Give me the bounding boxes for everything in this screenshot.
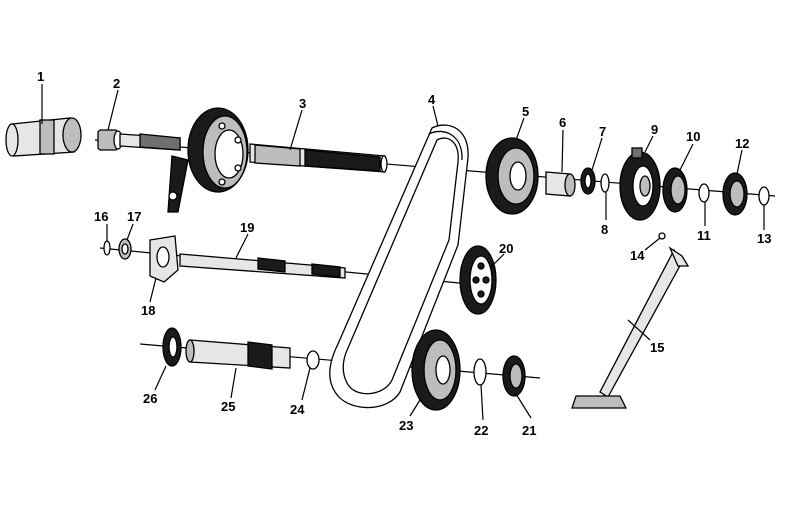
callout-19: 19	[240, 220, 254, 235]
callout-23: 23	[399, 418, 413, 433]
part-19-jack-shaft	[179, 253, 346, 279]
callout-24: 24	[290, 402, 305, 417]
callout-18: 18	[141, 303, 155, 318]
part-11-ring	[698, 183, 710, 203]
callout-4: 4	[428, 92, 436, 107]
part-2-bushing	[97, 129, 123, 151]
part-24-washer	[306, 350, 320, 370]
part-10-bearing	[662, 167, 688, 213]
drive-chain	[329, 124, 469, 409]
callout-14: 14	[630, 248, 645, 263]
part-17-bushing	[118, 238, 132, 260]
part-18-bracket	[149, 235, 179, 283]
part-8-ring	[600, 173, 610, 193]
callout-2: 2	[113, 76, 120, 91]
part-23-driven-sprocket	[411, 329, 461, 411]
callout-16: 16	[94, 209, 108, 224]
part-15-shift-lever	[571, 246, 690, 409]
callout-8: 8	[601, 222, 608, 237]
callout-6: 6	[559, 115, 566, 130]
part-13-snap-ring	[758, 186, 770, 206]
part-6-spacer	[545, 171, 576, 197]
callout-13: 13	[757, 231, 771, 246]
callout-15: 15	[650, 340, 664, 355]
part-14-pin	[658, 232, 666, 240]
callout-3: 3	[299, 96, 306, 111]
part-25-output-shaft	[185, 339, 291, 370]
callout-11: 11	[697, 228, 711, 243]
part-20-sprocket	[459, 245, 497, 315]
callout-1: 1	[37, 69, 44, 84]
callout-labels: 1 2 3 4 5 6 7 8 9 10 11 12 13 14 15 16 1…	[37, 69, 771, 438]
part-1-bearing-sleeve	[5, 117, 82, 157]
part-16-ring	[103, 240, 111, 256]
part-7-washer	[580, 167, 596, 195]
callout-20: 20	[499, 241, 513, 256]
callout-9: 9	[651, 122, 658, 137]
part-22-washer	[473, 358, 487, 386]
callout-26: 26	[143, 391, 157, 406]
leader-lines	[41, 84, 765, 421]
callout-10: 10	[686, 129, 700, 144]
callout-7: 7	[599, 124, 606, 139]
part-21-bearing	[502, 355, 526, 397]
callout-5: 5	[522, 104, 529, 119]
callout-17: 17	[127, 209, 141, 224]
callout-21: 21	[522, 423, 536, 438]
part-26-bearing	[162, 327, 182, 367]
callout-12: 12	[735, 136, 749, 151]
callout-25: 25	[221, 399, 235, 414]
callout-22: 22	[474, 423, 488, 438]
part-5-drive-sprocket	[485, 137, 539, 215]
part-12-bearing	[722, 172, 748, 216]
part-3-main-shaft	[119, 107, 388, 213]
part-9-clutch-gear	[619, 147, 661, 221]
